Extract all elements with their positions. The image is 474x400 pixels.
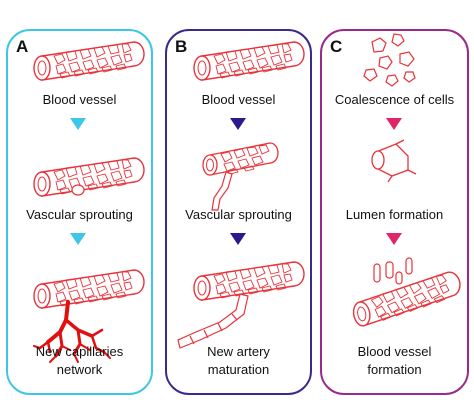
b-arrow-2 xyxy=(230,233,246,245)
c-stage3-label-line2: formation xyxy=(367,362,422,377)
b-stage1-label: Blood vessel xyxy=(201,92,276,107)
b-new-artery xyxy=(177,293,249,349)
a-stage2-label: Vascular sprouting xyxy=(26,207,133,222)
panel-b-frame xyxy=(165,29,312,395)
panel-c-letter: C xyxy=(330,37,343,56)
a-stage3-label-line2: network xyxy=(56,362,103,377)
b-sprouting-vessel xyxy=(202,142,279,176)
a-capillary-network xyxy=(33,300,111,363)
c-loose-cells xyxy=(373,257,413,285)
b-blood-vessel xyxy=(193,41,305,81)
c-arrow-2 xyxy=(386,233,402,245)
a-sprout-bud xyxy=(71,184,85,196)
c-lumen-tube xyxy=(371,139,417,183)
b-stage3-label-line1: New artery xyxy=(207,344,270,359)
c-dispersed-cells xyxy=(363,33,416,87)
a-blood-vessel xyxy=(33,41,145,81)
a-stage3-label-line1: New capillaries xyxy=(35,344,124,359)
a-arrow-2 xyxy=(70,233,86,245)
c-stage3-label-line1: Blood vessel xyxy=(357,344,432,359)
b-artery-vessel xyxy=(193,261,305,301)
a-sprouting-vessel xyxy=(33,157,145,197)
arrows xyxy=(70,118,402,245)
c-stage1-label: Coalescence of cells xyxy=(334,92,455,107)
panel-b-letter: B xyxy=(175,37,188,56)
c-formed-vessel xyxy=(348,269,465,328)
panel-a-letter: A xyxy=(16,37,29,56)
a-arrow-1 xyxy=(70,118,86,130)
panel-c-frame xyxy=(320,29,469,395)
b-sprout-branch xyxy=(211,171,233,211)
b-stage3-label-line2: maturation xyxy=(207,362,270,377)
panel-a-frame xyxy=(6,29,153,395)
a-network-vessel xyxy=(33,269,145,309)
b-arrow-1 xyxy=(230,118,246,130)
a-stage1-label: Blood vessel xyxy=(42,92,117,107)
c-stage2-label: Lumen formation xyxy=(345,207,444,222)
b-stage2-label: Vascular sprouting xyxy=(185,207,292,222)
c-arrow-1 xyxy=(386,118,402,130)
